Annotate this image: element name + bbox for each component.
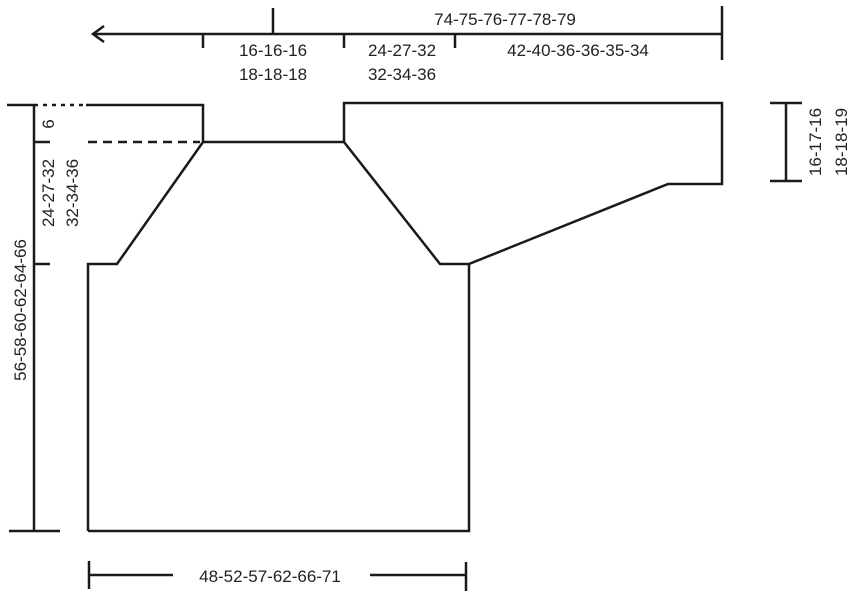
left-arrow-icon [90, 24, 105, 44]
garment-outline-back-neck [86, 103, 205, 142]
left-total-label: 56-58-60-62-64-66 [11, 239, 30, 381]
top-segment-3-line1: 42-40-36-36-35-34 [507, 41, 649, 60]
garment-outline-sleeve [342, 101, 724, 266]
left-top-segment-label: 6 [39, 119, 58, 128]
top-segment-2-line2: 32-34-36 [368, 65, 436, 84]
bottom-width-label: 48-52-57-62-66-71 [199, 567, 341, 586]
top-segment-1-line1: 16-16-16 [239, 41, 307, 60]
top-segment-1-line2: 18-18-18 [239, 65, 307, 84]
right-measure-line1: 16-17-16 [806, 108, 825, 176]
top-total-label: 74-75-76-77-78-79 [434, 10, 576, 29]
right-measure-line2: 18-18-19 [832, 108, 851, 176]
left-mid-segment-line2: 32-34-36 [63, 159, 82, 227]
left-mid-segment-line1: 24-27-32 [39, 159, 58, 227]
garment-outline-body [86, 140, 471, 533]
top-segment-2-line1: 24-27-32 [368, 41, 436, 60]
